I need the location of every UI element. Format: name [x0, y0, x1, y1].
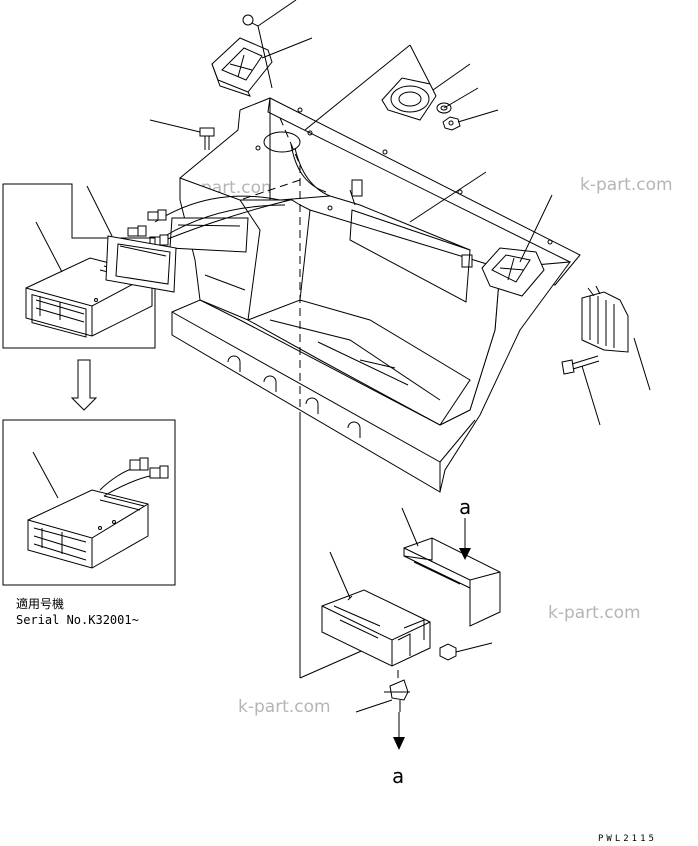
- leader-lines: [32, 0, 651, 713]
- marker-a-top: a: [459, 495, 471, 519]
- drawing-code: PWL2115: [598, 834, 657, 844]
- speaker-top-right: [381, 77, 437, 121]
- marker-a-bottom: a: [392, 764, 404, 788]
- dash-line-2: [279, 117, 301, 166]
- applicability-label: 適用号機: [16, 596, 64, 611]
- nut-top: [442, 116, 461, 131]
- watermark-3: k-part.com: [548, 603, 641, 623]
- speaker-right: [481, 247, 545, 297]
- watermark-1: k-part.com: [580, 175, 673, 195]
- serial-number-label: Serial No.K32001~: [16, 613, 139, 627]
- connector-bracket: [384, 670, 410, 712]
- down-arrow: [70, 359, 98, 411]
- bolt-stereo: [199, 127, 215, 150]
- arrow-a-top: [459, 518, 471, 560]
- watermark-4: k-part.com: [238, 697, 331, 717]
- bolt-right: [561, 355, 600, 375]
- wire-harness: [154, 143, 473, 303]
- dash-line-1: [239, 179, 301, 201]
- mount-bracket-lower: [321, 589, 431, 667]
- stereo-inset-lower: [2, 419, 176, 586]
- stereo-inset-upper: [2, 183, 177, 349]
- arrow-a-bottom: [393, 712, 405, 750]
- speaker-left: [211, 37, 273, 97]
- nut-bracket: [439, 643, 457, 661]
- mount-bracket-upper: [403, 537, 501, 627]
- bracket-right: [581, 285, 629, 353]
- stereo-connectors: [127, 209, 169, 246]
